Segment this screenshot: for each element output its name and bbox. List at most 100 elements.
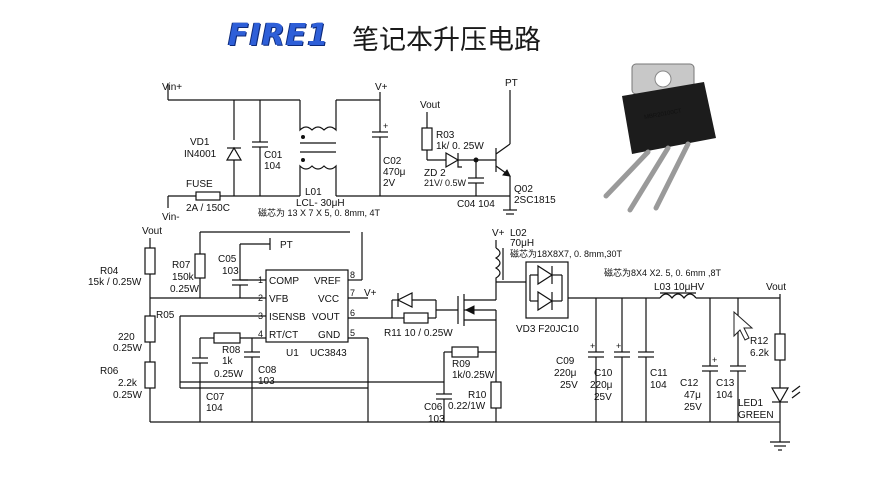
l01-value: LCL- 30μH	[296, 198, 345, 209]
c13-label: C13	[716, 378, 735, 389]
c10-voltage: 25V	[594, 392, 612, 403]
r07-power: 0.25W	[170, 284, 199, 295]
fire1-logo: FIRE1	[228, 18, 330, 53]
led1-symbol	[770, 387, 790, 404]
r08-label: R08	[222, 345, 241, 356]
vout-left-label: Vout	[142, 226, 162, 237]
ic-body	[265, 269, 349, 343]
c02-voltage: 2V	[383, 178, 396, 189]
ic-pin-8-name: VREF	[314, 276, 341, 287]
r10-value: 0.22/1W	[448, 401, 486, 412]
r12-resistor-symbol	[774, 333, 786, 361]
l03-inductor-symbol	[659, 293, 697, 299]
r09-resistor-symbol	[451, 346, 479, 358]
ic-pin-5-num: 5	[350, 328, 355, 338]
r07-resistor-symbol	[194, 253, 206, 279]
r11-resistor-symbol	[403, 312, 429, 324]
svg-text:+: +	[616, 341, 621, 351]
c08-label: C08	[258, 365, 277, 376]
r06-resistor-symbol	[144, 361, 156, 389]
r06-value: 2.2k	[118, 378, 138, 389]
ic-pin-6-name: VOUT	[312, 312, 340, 323]
fuse-label: FUSE	[186, 179, 213, 190]
v-plus-ic-label: V+	[364, 288, 377, 299]
ic-pin-3-name: ISENSB	[269, 312, 306, 323]
c12-label: C12	[680, 378, 699, 389]
c04-label: C04 104	[457, 199, 495, 210]
pt-top-label: PT	[505, 78, 518, 89]
ic-pin-3-num: 3	[258, 311, 263, 321]
ic-pin-2-num: 2	[258, 293, 263, 303]
r04-value: 15k / 0.25W	[88, 277, 142, 288]
r10-label: R10	[468, 390, 487, 401]
page-title: 笔记本升压电路	[352, 25, 541, 56]
r03-value: 1k/ 0. 25W	[436, 141, 484, 152]
c05-value: 103	[222, 266, 239, 277]
l01-label: L01	[305, 187, 322, 198]
c07-label: C07	[206, 392, 225, 403]
r07-label: R07	[172, 260, 191, 271]
c09-voltage: 25V	[560, 380, 578, 391]
svg-text:+: +	[712, 355, 717, 365]
vd3-label: VD3 F20JC10	[516, 324, 579, 335]
c12-voltage: 25V	[684, 402, 702, 413]
pt-switch-section: Vout R03 1k/ 0. 25W ZD 2 21V/ 0.5W C04 1…	[420, 78, 556, 215]
q02-label: Q02	[514, 184, 533, 195]
zd2-zener-symbol	[445, 151, 460, 169]
input-section: Vin+ Vin- FUSE 2A / 150C VD1 IN4001 C01 …	[162, 82, 510, 223]
ic-pin-8-num: 8	[350, 270, 355, 280]
r03-resistor-symbol	[421, 127, 433, 151]
r12-label: R12	[750, 336, 769, 347]
r05-value: 220	[118, 332, 135, 343]
gate-diode-symbol	[396, 292, 413, 308]
r10-resistor-symbol	[490, 381, 502, 409]
u1-part: UC3843	[310, 348, 347, 359]
r09-value: 1k/0.25W	[452, 370, 495, 381]
c11-value: 104	[650, 380, 667, 391]
c02-value: 470μ	[383, 167, 406, 178]
c10-label: C10	[594, 368, 613, 379]
fuse-value: 2A / 150C	[186, 203, 230, 214]
l03-label: L03 10μHV	[654, 282, 705, 293]
vout-top-label: Vout	[420, 100, 440, 111]
vd1-label: VD1	[190, 137, 210, 148]
vin-minus-label: Vin-	[162, 212, 180, 223]
r11-label: R11 10 / 0.25W	[384, 328, 453, 339]
ic-pin-5-name: GND	[318, 330, 340, 341]
r04-label: R04	[100, 266, 119, 277]
v-plus-l02-label: V+	[492, 228, 505, 239]
r05-resistor-symbol	[144, 315, 156, 343]
switch-stage: R11 10 / 0.25W R09 1k/0.25W	[180, 228, 660, 425]
r08-value: 1k	[222, 356, 234, 367]
ic-pin-1-num: 1	[258, 275, 263, 285]
r03-label: R03	[436, 130, 455, 141]
vout-right-label: Vout	[766, 282, 786, 293]
vin-plus-label: Vin+	[162, 82, 182, 93]
c02-label: C02	[383, 156, 402, 167]
l01-choke-symbol	[299, 100, 337, 196]
to220-photo: MBR20100CT	[603, 63, 716, 213]
r12-value: 6.2k	[750, 348, 770, 359]
ic-pin-1-name: COMP	[269, 276, 299, 287]
l02-value: 70μH	[510, 238, 534, 249]
mosfet-symbol	[457, 294, 497, 326]
zd2-value: 21V/ 0.5W	[424, 178, 467, 188]
pt-ic-label: PT	[280, 240, 293, 251]
ic-pin-4-num: 4	[258, 329, 263, 339]
r08-resistor-symbol	[213, 332, 241, 344]
r05-label: R05	[156, 310, 175, 321]
c06-label: C06	[424, 402, 443, 413]
vd1-value: IN4001	[184, 149, 217, 160]
c05-label: C05	[218, 254, 237, 265]
c07-value: 104	[206, 403, 223, 414]
r05-power: 0.25W	[113, 343, 142, 354]
l02-core-note: 磁芯为18X8X7, 0. 8mm,30T	[510, 248, 623, 259]
r07-value: 150k	[172, 272, 195, 283]
r06-power: 0.25W	[113, 390, 142, 401]
led1-value: GREEN	[738, 410, 774, 421]
led1-label: LED1	[738, 398, 763, 409]
l01-core-note: 磁芯为 13 X 7 X 5, 0. 8mm, 4T	[258, 207, 381, 218]
svg-text:+: +	[383, 121, 388, 131]
svg-text:+: +	[590, 341, 595, 351]
